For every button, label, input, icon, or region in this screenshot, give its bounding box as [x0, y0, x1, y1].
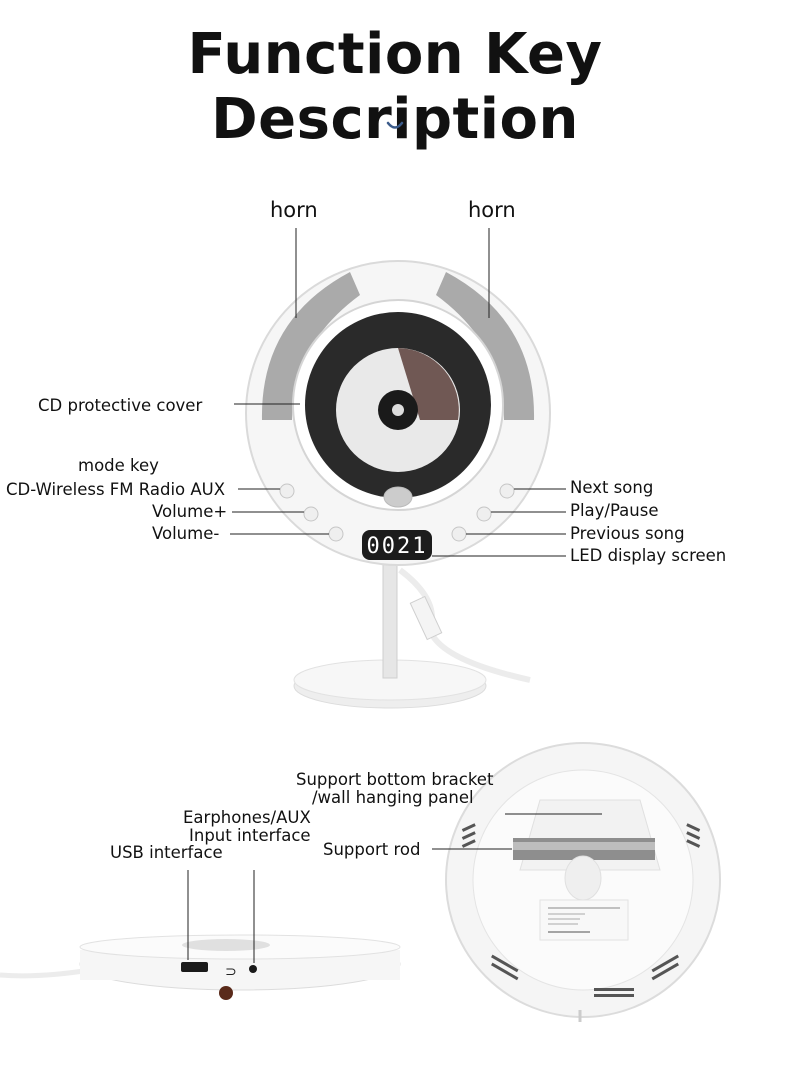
vent-slots	[461, 823, 701, 997]
rating-label	[539, 899, 629, 941]
label-earphones-2: Input interface	[189, 826, 311, 845]
label-volume-up: Volume+	[152, 502, 228, 521]
label-next-song: Next song	[570, 478, 654, 497]
power-button	[219, 986, 233, 1000]
label-horn-right: horn	[468, 198, 516, 222]
label-earphones-1: Earphones/AUX	[183, 808, 311, 827]
side-cable	[0, 967, 91, 979]
page-title: Function Key Description	[187, 22, 603, 152]
label-mode-key: mode key	[78, 456, 159, 475]
label-cd-cover: CD protective cover	[38, 396, 203, 415]
stand-pole	[382, 559, 398, 679]
label-usb: USB interface	[110, 843, 223, 862]
label-support-bracket-2: /wall hanging panel	[312, 788, 474, 807]
play-pause-button	[476, 506, 492, 522]
label-led-display: LED display screen	[570, 546, 727, 565]
next-song-button	[499, 483, 515, 499]
label-support-rod: Support rod	[323, 840, 421, 859]
led-screen	[362, 530, 432, 560]
chevron-down-icon	[386, 121, 404, 129]
previous-song-button	[451, 526, 467, 542]
led-readout: 0021	[367, 534, 428, 559]
label-previous-song: Previous song	[570, 524, 685, 543]
label-horn-left: horn	[270, 198, 318, 222]
label-play-pause: Play/Pause	[570, 501, 659, 520]
label-volume-down: Volume-	[152, 524, 220, 543]
usb-port	[181, 962, 208, 972]
volume-down-button	[328, 526, 344, 542]
label-mode-modes: CD-Wireless FM Radio AUX	[6, 480, 226, 499]
aux-symbol: ⊃	[225, 964, 237, 980]
label-support-bracket-1: Support bottom bracket	[296, 770, 494, 789]
earphone-jack	[249, 965, 257, 973]
mode-key-button	[279, 483, 295, 499]
volume-up-button	[303, 506, 319, 522]
